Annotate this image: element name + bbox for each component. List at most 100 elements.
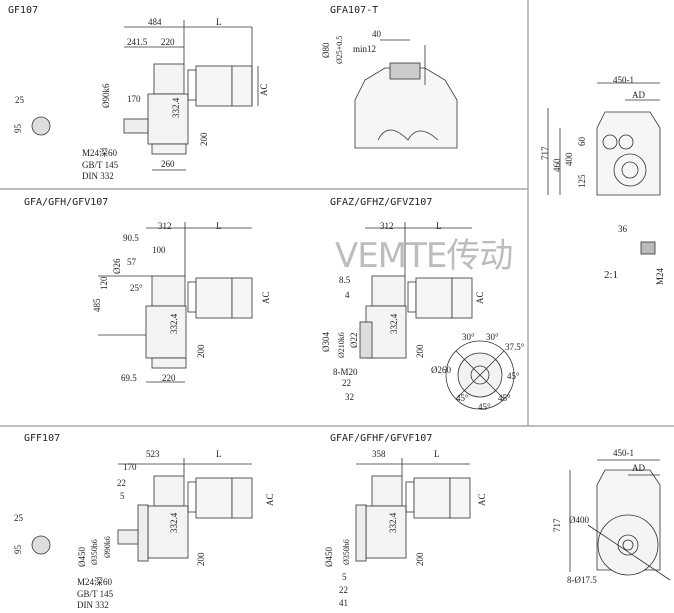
angle-label: 45°: [456, 393, 469, 403]
dim-label: 69.5: [121, 373, 137, 383]
gfa107t-drawing: [354, 39, 458, 149]
dim-label: Ø350h6: [342, 539, 351, 565]
dim-label: AC: [475, 291, 485, 304]
dim-label: 120: [99, 276, 109, 291]
dim-label: 450-1: [613, 75, 634, 85]
dim-label: L: [216, 17, 222, 27]
dim-label: 8-M20: [333, 367, 358, 377]
dim-label: 484: [148, 17, 162, 27]
dim-label: 5: [120, 491, 125, 501]
dim-label: 40: [372, 29, 381, 39]
dim-label: Ø260: [431, 365, 451, 375]
dim-label: AC: [265, 493, 275, 506]
dim-label: 25: [14, 513, 23, 523]
dim-label: 400: [564, 152, 574, 167]
side-view-top-drawing: [547, 82, 661, 255]
dim-label: Ø400: [569, 515, 589, 525]
dim-label: Ø22: [349, 332, 359, 349]
dim-label: 332.4: [169, 512, 179, 533]
dim-label: AD: [632, 90, 645, 100]
dim-label: 4: [345, 290, 350, 300]
dim-label: 717: [540, 146, 550, 161]
dim-label: Ø26: [112, 258, 122, 275]
angle-label: 45°: [507, 371, 520, 381]
dim-label: AD: [632, 463, 645, 473]
dim-label: 220: [161, 37, 175, 47]
dim-label: 60: [577, 137, 587, 146]
dim-label: Ø450: [77, 547, 87, 567]
watermark: VEMTE传动: [335, 236, 513, 276]
note-label: M24深60: [82, 148, 118, 158]
angle-label: 30°: [486, 332, 499, 342]
dim-label: AC: [261, 291, 271, 304]
dim-label: 358: [372, 449, 386, 459]
dim-label: Ø350h6: [90, 539, 99, 565]
dim-label: 260: [161, 159, 175, 169]
dim-label: 125: [577, 174, 587, 189]
dim-label: Ø90k6: [103, 536, 112, 558]
dim-label: AC: [477, 493, 487, 506]
gfa107t-title: GFA107-T: [330, 5, 379, 16]
gfaz107-title: GFAZ/GFHZ/GFVZ107: [330, 197, 433, 208]
dim-label: 200: [199, 132, 209, 147]
dim-label: 100: [152, 245, 166, 255]
gfa107-drawing: [98, 222, 253, 383]
dim-label: M24: [655, 267, 665, 285]
dim-label: AC: [259, 83, 269, 96]
dim-label: 200: [415, 552, 425, 567]
dim-label: 312: [158, 221, 172, 231]
panel-dividers: [0, 0, 674, 427]
note-label: GB/T 145: [77, 589, 114, 599]
dim-label: 95: [13, 124, 23, 133]
dim-label: Ø80: [321, 42, 331, 59]
dim-label: 332.4: [169, 313, 179, 334]
gfaf107-drawing: [355, 458, 471, 562]
scale-label: 2:1: [604, 269, 619, 281]
dim-label: 312: [380, 221, 394, 231]
angle-label: 45°: [478, 402, 491, 412]
note-label: DIN 332: [77, 600, 109, 610]
dim-label: Ø90k6: [101, 83, 111, 109]
dim-label: 485: [92, 298, 102, 313]
dim-label: 332.4: [388, 512, 398, 533]
angle-label: 37.5°: [505, 342, 525, 352]
dim-label: 170: [127, 94, 141, 104]
gf107-drawing: [31, 20, 259, 171]
note-label: M24深60: [77, 577, 113, 587]
dim-label: 25°: [130, 283, 143, 293]
dim-label: 460: [552, 158, 562, 173]
dim-label: 200: [415, 344, 425, 359]
dim-label: 36: [618, 224, 627, 234]
dim-label: 90.5: [123, 233, 139, 243]
dim-label: Ø210k6: [337, 332, 346, 358]
dim-label: 22: [339, 585, 348, 595]
dim-label: min12: [353, 44, 377, 54]
dim-label: 200: [196, 552, 206, 567]
dim-label: L: [436, 221, 442, 231]
dim-label: Ø450: [324, 547, 334, 567]
angle-label: 45°: [498, 393, 511, 403]
dim-label: 41: [339, 598, 348, 608]
dim-label: 200: [196, 344, 206, 359]
dim-label: 5: [342, 572, 347, 582]
dim-label: L: [216, 221, 222, 231]
gfa107-title: GFA/GFH/GFV107: [24, 197, 109, 208]
dim-label: 220: [162, 373, 176, 383]
dim-label: 95: [13, 545, 23, 554]
dim-label: 25: [15, 95, 24, 105]
gfaz107-drawing: [359, 222, 515, 410]
dim-label: 523: [146, 449, 160, 459]
dim-label: L: [216, 449, 222, 459]
note-label: DIN 332: [82, 171, 114, 181]
dim-label: 170: [123, 462, 137, 472]
gff107-title: GFF107: [24, 433, 61, 444]
dim-label: Ø304: [321, 332, 331, 352]
dim-label: 332.4: [171, 97, 181, 118]
dim-label: 8.5: [339, 275, 351, 285]
dim-label: 241.5: [127, 37, 148, 47]
gf107-title: GF107: [8, 5, 39, 16]
dim-label: L: [434, 449, 440, 459]
dim-label: 57: [127, 257, 136, 267]
dim-label: Ø25+0.5: [335, 35, 344, 64]
